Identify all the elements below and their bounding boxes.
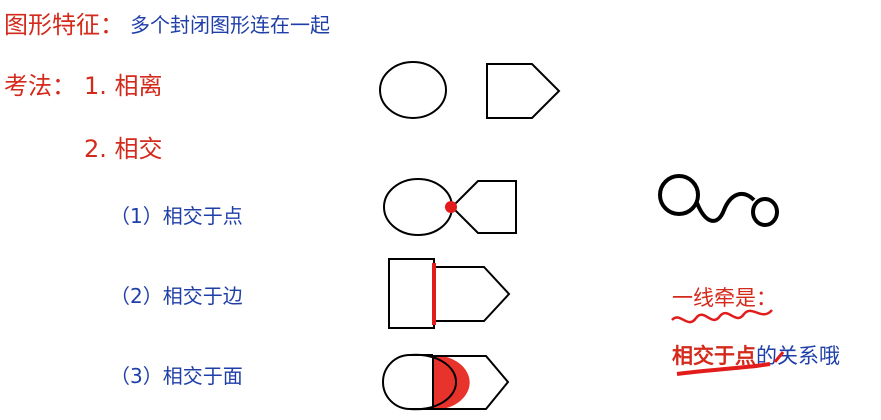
ellipse-shape	[379, 61, 447, 119]
pentagon-shape	[486, 63, 561, 119]
method-item-intersect: 2. 相交	[84, 135, 163, 163]
note-bold-text: 相交于点	[672, 344, 756, 368]
underline-stroke	[676, 362, 771, 376]
ellipse-shape-point	[383, 178, 453, 236]
heading-value: 多个封闭图形连在一起	[130, 13, 330, 37]
square-shape-edge	[388, 258, 435, 329]
hook-mark	[773, 351, 785, 363]
method-label: 考法：	[4, 72, 76, 100]
hexagon-shape-point	[450, 180, 517, 234]
pentagon-shape-face	[432, 355, 510, 410]
note-line1: 一线牵是：	[672, 286, 777, 310]
intersection-point-dot	[445, 201, 457, 213]
sub-item-point: （1）相交于点	[110, 204, 243, 228]
semicircle-right-arc	[409, 353, 458, 411]
chain-loop-small	[751, 197, 779, 227]
pentagon-shape-edge	[433, 266, 511, 322]
chain-loop-large	[658, 174, 700, 216]
heading-label: 图形特征：	[4, 11, 124, 39]
semicircle-shape-face	[382, 354, 433, 410]
sub-item-edge: （2）相交于边	[110, 284, 243, 308]
sub-item-face: （3）相交于面	[110, 364, 243, 388]
chain-wave	[695, 191, 756, 223]
underline-squiggle	[671, 309, 773, 324]
method-item-separate: 1. 相离	[84, 72, 163, 100]
